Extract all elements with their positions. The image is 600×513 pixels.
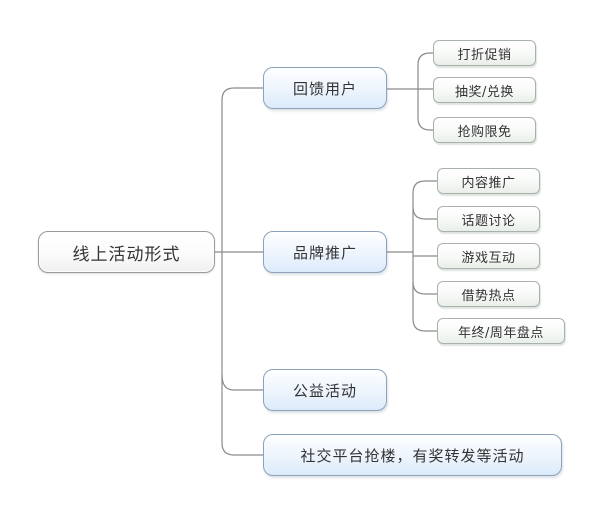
leaf-node-label: 抢购限免 <box>457 124 512 140</box>
leaf-node-game-interaction[interactable]: 游戏互动 <box>437 243 540 269</box>
branch-node-label: 公益活动 <box>292 381 357 400</box>
leaf-node-label: 话题讨论 <box>461 213 516 229</box>
leaf-node-label: 抽奖/兑换 <box>455 84 514 100</box>
branch-node-label: 社交平台抢楼，有奖转发等活动 <box>300 446 525 465</box>
leaf-node-year-end-anniversary-review[interactable]: 年终/周年盘点 <box>437 318 565 344</box>
root-node-online-activity-forms[interactable]: 线上活动形式 <box>38 231 215 273</box>
connector-b2-leaf2 <box>412 206 438 220</box>
branch-node-social-platform-activities[interactable]: 社交平台抢楼，有奖转发等活动 <box>263 434 562 476</box>
connector-b1-trunk <box>417 52 434 131</box>
leaf-node-label: 借势热点 <box>461 288 516 304</box>
leaf-node-lottery-exchange[interactable]: 抽奖/兑换 <box>433 77 536 103</box>
connector-left-trunk <box>221 87 264 456</box>
leaf-node-label: 游戏互动 <box>461 250 516 266</box>
branch-node-brand-promotion[interactable]: 品牌推广 <box>263 231 387 273</box>
leaf-node-flash-sale-free[interactable]: 抢购限免 <box>433 117 536 143</box>
branch-node-reward-users[interactable]: 回馈用户 <box>263 67 387 109</box>
leaf-node-topic-discussion[interactable]: 话题讨论 <box>437 206 540 232</box>
root-node-label: 线上活动形式 <box>72 244 181 265</box>
connector-branch3 <box>221 374 264 391</box>
leaf-node-discount-promotion[interactable]: 打折促销 <box>433 40 536 66</box>
branch-node-label: 回馈用户 <box>292 79 357 98</box>
connector-b2-leaf4 <box>412 281 438 295</box>
leaf-node-label: 年终/周年盘点 <box>458 325 544 341</box>
leaf-node-content-promotion[interactable]: 内容推广 <box>437 168 540 194</box>
leaf-node-label: 打折促销 <box>457 47 512 63</box>
leaf-node-trending-topics[interactable]: 借势热点 <box>437 281 540 307</box>
branch-node-label: 品牌推广 <box>292 243 357 262</box>
leaf-node-label: 内容推广 <box>461 175 516 191</box>
branch-node-public-welfare[interactable]: 公益活动 <box>263 369 387 411</box>
